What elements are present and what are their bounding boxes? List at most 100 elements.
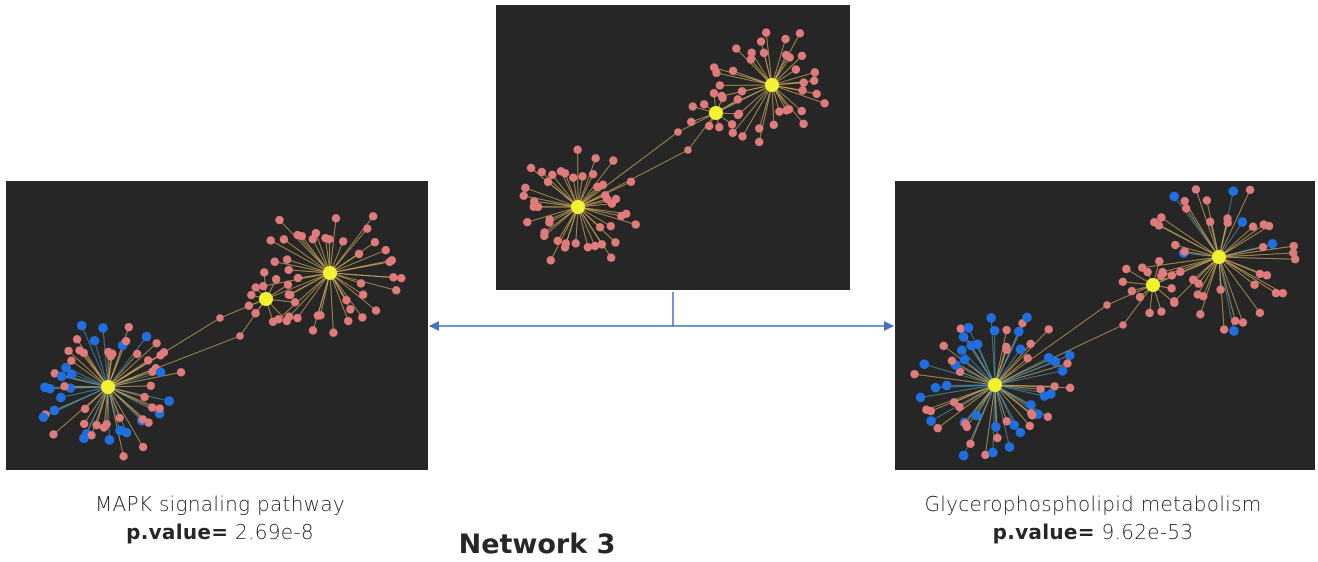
pink-node xyxy=(797,106,806,116)
pink-node xyxy=(1202,196,1212,205)
pink-node xyxy=(1135,292,1145,302)
network-edge xyxy=(81,325,109,388)
network-edge xyxy=(1218,256,1261,275)
pink-node xyxy=(521,183,530,192)
pink-node xyxy=(728,128,737,138)
pink-node xyxy=(1157,307,1166,316)
pink-node xyxy=(152,339,161,348)
pink-node xyxy=(540,228,549,237)
pink-node xyxy=(762,28,771,37)
pink-node xyxy=(810,68,820,77)
hub-node xyxy=(323,266,337,280)
network-edge xyxy=(329,272,349,322)
pink-node xyxy=(1255,269,1265,279)
pink-node xyxy=(795,29,805,38)
pink-node xyxy=(247,290,256,300)
pink-node xyxy=(60,382,69,391)
pink-node xyxy=(297,231,306,241)
network-edge xyxy=(1173,196,1220,258)
pink-node xyxy=(738,132,747,141)
network-edge xyxy=(1142,256,1220,269)
pink-node xyxy=(1230,316,1240,326)
blue-node xyxy=(38,412,49,422)
network-edge xyxy=(107,336,147,388)
pink-node xyxy=(688,102,697,111)
left-pathway-name: MAPK signaling pathway xyxy=(94,492,346,516)
network-edge xyxy=(713,67,773,86)
pink-node xyxy=(709,89,719,98)
pink-node xyxy=(791,65,801,74)
pink-node xyxy=(397,273,406,283)
pink-node xyxy=(87,431,96,440)
pink-node xyxy=(1223,218,1232,227)
network-edge xyxy=(1152,256,1220,286)
network-edge xyxy=(577,206,612,258)
pink-node xyxy=(809,76,819,85)
pink-node xyxy=(626,177,636,186)
pink-node xyxy=(606,253,616,262)
pink-node xyxy=(595,223,605,232)
pink-node xyxy=(949,398,959,407)
pink-node xyxy=(1278,288,1288,298)
pink-node xyxy=(132,349,142,359)
pink-node xyxy=(290,298,300,307)
pink-node xyxy=(1036,385,1045,394)
pink-node xyxy=(138,442,148,452)
pink-node xyxy=(260,268,269,277)
network-edge xyxy=(288,272,331,318)
pink-node xyxy=(812,89,821,99)
pink-node xyxy=(1002,325,1011,335)
network-edge xyxy=(1202,256,1220,297)
blue-node xyxy=(1046,389,1056,399)
pink-node xyxy=(578,172,587,181)
pink-node xyxy=(279,235,289,244)
network-edge xyxy=(1206,200,1220,258)
pink-node xyxy=(1262,271,1272,280)
pink-node xyxy=(140,392,149,402)
pink-node xyxy=(371,306,381,315)
blue-node xyxy=(941,380,952,391)
network-edge xyxy=(984,384,996,455)
pink-node xyxy=(961,419,970,428)
pink-node xyxy=(775,107,784,116)
pink-node xyxy=(338,237,348,246)
network-edge xyxy=(758,84,773,129)
network-edge xyxy=(329,272,377,311)
blue-node xyxy=(66,369,77,379)
pink-node xyxy=(121,336,131,346)
blue-node xyxy=(991,422,1001,432)
pink-node xyxy=(785,53,794,62)
pink-node xyxy=(80,404,90,414)
network-edge xyxy=(1218,256,1261,314)
network-edge xyxy=(1106,284,1154,306)
pink-node xyxy=(966,439,975,449)
network-edge xyxy=(994,357,1028,386)
blue-node xyxy=(958,332,969,342)
network-edge xyxy=(274,261,331,274)
network-panel-right xyxy=(895,181,1315,470)
pink-node xyxy=(556,167,566,176)
blue-node xyxy=(1015,344,1026,355)
pink-node xyxy=(1199,292,1208,301)
network-edge xyxy=(315,232,331,274)
pink-node xyxy=(275,215,284,225)
network-edge xyxy=(1218,252,1294,258)
network-edge xyxy=(107,386,110,440)
network-edge xyxy=(1218,189,1251,258)
pink-node xyxy=(1248,222,1258,231)
pink-node xyxy=(1250,280,1259,289)
network-edge xyxy=(219,298,267,319)
network-edge xyxy=(265,272,331,300)
pink-node xyxy=(537,167,546,177)
network-edge xyxy=(1185,208,1220,258)
pink-node xyxy=(955,367,965,377)
network-edge xyxy=(716,72,773,86)
network-edge xyxy=(1218,256,1235,332)
network-edge xyxy=(1218,225,1270,258)
blue-node xyxy=(919,359,930,370)
pink-node xyxy=(50,369,59,378)
pink-node xyxy=(1167,284,1176,293)
blue-node xyxy=(989,325,1000,336)
network-edge xyxy=(994,330,1008,386)
network-edge xyxy=(329,228,368,274)
